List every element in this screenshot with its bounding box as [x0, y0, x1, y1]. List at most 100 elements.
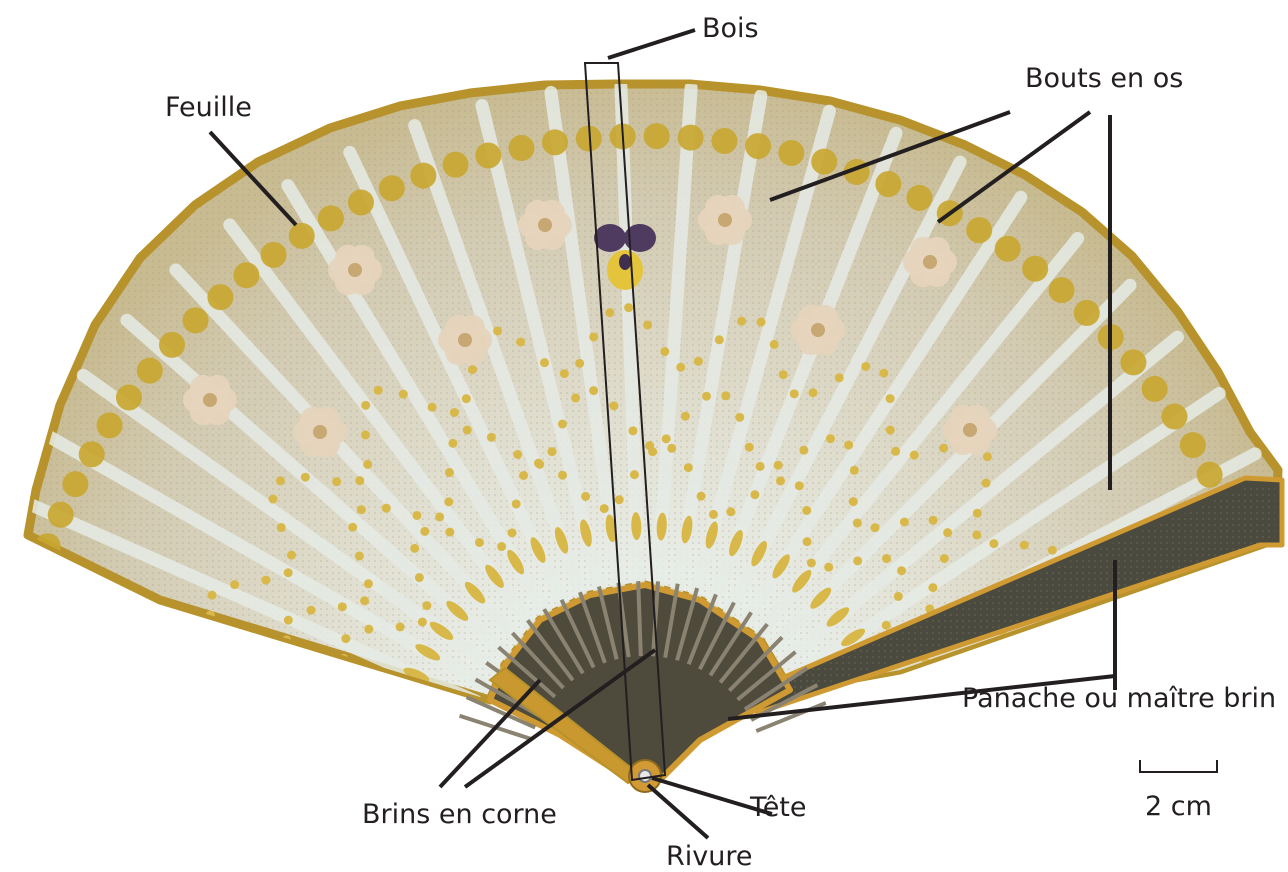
label-bouts-en-os: Bouts en os — [1025, 63, 1183, 94]
sequin — [463, 426, 472, 435]
sequin — [795, 481, 804, 490]
sequin — [399, 390, 408, 399]
border-motif — [508, 135, 534, 161]
sequin — [435, 512, 444, 521]
sequin — [886, 394, 895, 403]
border-motif — [289, 223, 315, 249]
border-motif — [62, 471, 88, 497]
sequin — [891, 447, 900, 456]
border-motif — [711, 128, 737, 154]
sequin — [803, 537, 812, 546]
sequin — [348, 523, 357, 532]
sequin — [605, 308, 614, 317]
sequin — [870, 523, 879, 532]
sequin — [879, 369, 888, 378]
sequin — [981, 479, 990, 488]
sequin — [364, 625, 373, 634]
sequin — [338, 602, 347, 611]
border-motif — [542, 129, 568, 155]
sequin — [983, 452, 992, 461]
sequin — [558, 471, 567, 480]
leaf-motif — [392, 690, 422, 708]
sequin — [547, 447, 556, 456]
border-motif — [137, 358, 163, 384]
border-motif — [678, 125, 704, 151]
border-motif — [183, 307, 209, 333]
horn-rib — [638, 581, 641, 656]
sequin — [662, 434, 671, 443]
sequin — [360, 596, 369, 605]
border-motif — [1074, 300, 1100, 326]
sequin — [276, 476, 285, 485]
sequin — [940, 554, 949, 563]
sequin — [709, 510, 718, 519]
sequin — [364, 579, 373, 588]
sequin — [928, 583, 937, 592]
sequin — [450, 408, 459, 417]
sequin — [853, 519, 862, 528]
sequin — [363, 460, 372, 469]
sequin — [487, 433, 496, 442]
sequin — [422, 601, 431, 610]
sequin — [676, 363, 685, 372]
sequin — [697, 492, 706, 501]
sequin — [355, 552, 364, 561]
border-motif — [811, 149, 837, 175]
sequin — [332, 477, 341, 486]
sequin — [609, 401, 618, 410]
sequin — [307, 606, 316, 615]
sequin — [630, 470, 639, 479]
sequin — [774, 461, 783, 470]
sequin — [886, 426, 895, 435]
sequin — [493, 326, 502, 335]
sequin — [512, 499, 521, 508]
sequin — [575, 359, 584, 368]
label-feuille: Feuille — [165, 92, 252, 123]
sequin — [702, 392, 711, 401]
sequin — [412, 511, 421, 520]
border-motif — [159, 332, 185, 358]
sequin — [939, 444, 948, 453]
sequin — [615, 495, 624, 504]
label-rivure: Rivure — [666, 841, 752, 872]
sequin — [684, 463, 693, 472]
sequin — [900, 518, 909, 527]
sequin — [468, 365, 477, 374]
border-motif — [1197, 462, 1223, 488]
sequin — [721, 391, 730, 400]
sequin — [972, 530, 981, 539]
sequin — [277, 523, 286, 532]
sequin — [445, 468, 454, 477]
sequin — [779, 370, 788, 379]
sequin — [287, 551, 296, 560]
border-motif — [1120, 349, 1146, 375]
border-motif — [97, 412, 123, 438]
sequin — [624, 303, 633, 312]
border-motif — [906, 185, 932, 211]
sequin — [410, 544, 419, 553]
border-motif — [644, 123, 670, 149]
border-motif — [79, 441, 105, 467]
sequin — [643, 321, 652, 330]
sequin — [600, 504, 609, 513]
sequin — [382, 504, 391, 513]
sequin — [648, 447, 657, 456]
label-scale: 2 cm — [1145, 791, 1212, 822]
label-tete: Tête — [749, 792, 807, 823]
sequin — [667, 444, 676, 453]
border-motif — [318, 205, 344, 231]
sequin — [681, 412, 690, 421]
sequin — [462, 394, 471, 403]
sequin — [835, 373, 844, 382]
sequin — [973, 509, 982, 518]
border-motif — [233, 262, 259, 288]
sequin — [428, 403, 437, 412]
sequin — [374, 386, 383, 395]
border-motif — [1049, 277, 1075, 303]
sequin — [540, 358, 549, 367]
sequin — [735, 413, 744, 422]
sequin — [943, 528, 952, 537]
label-bois: Bois — [702, 13, 759, 44]
border-motif — [1142, 376, 1168, 402]
